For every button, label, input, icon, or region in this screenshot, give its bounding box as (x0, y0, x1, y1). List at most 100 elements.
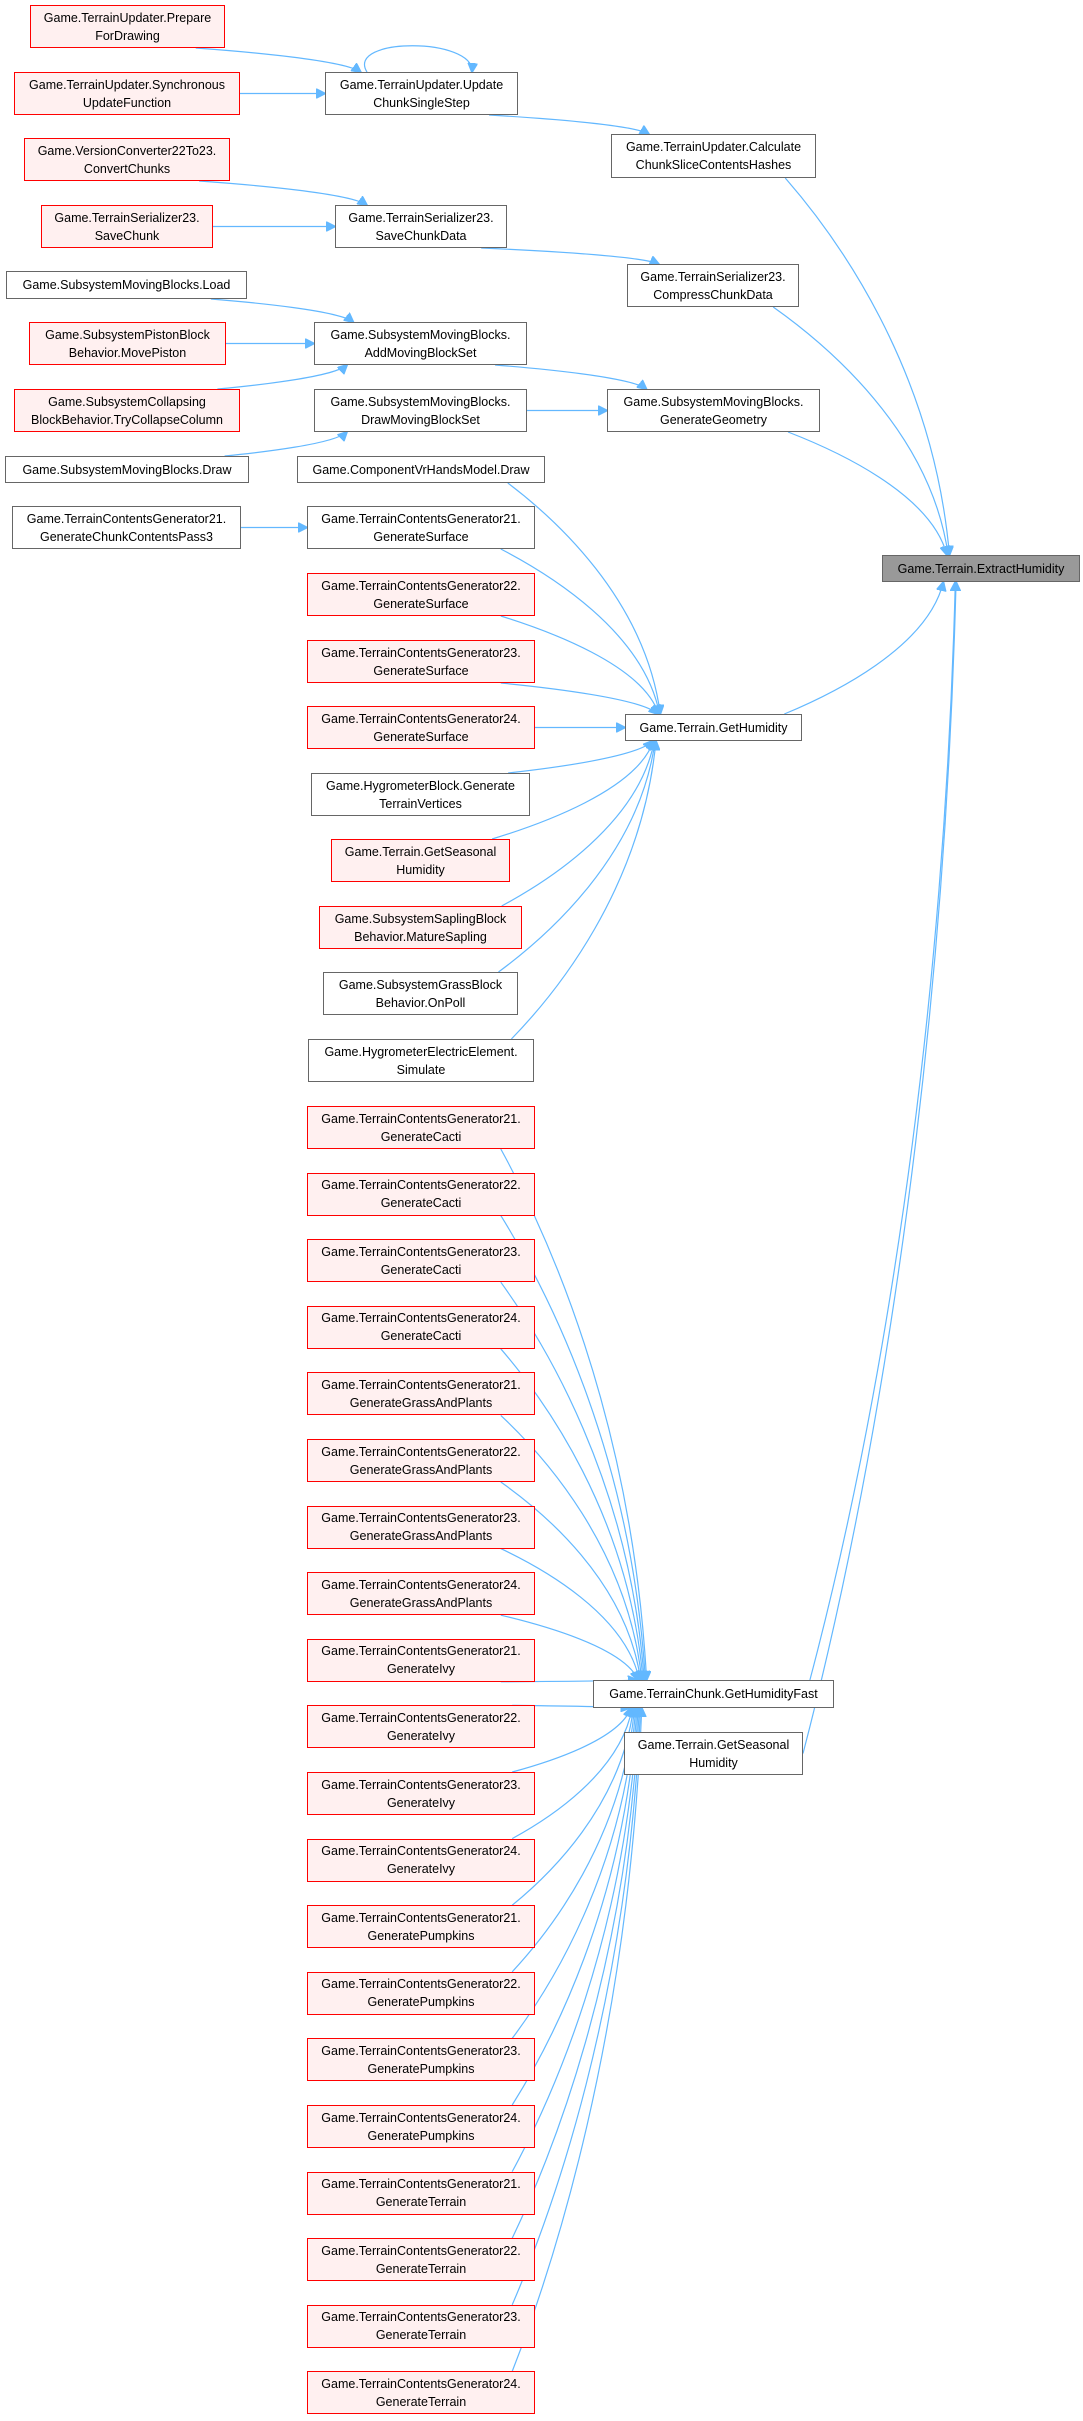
node-label-line: GenerateSurface (373, 663, 469, 678)
graph-node-geom[interactable]: Game.SubsystemMovingBlocks.GenerateGeome… (607, 389, 820, 432)
node-label-line: Game.TerrainContentsGenerator22. (321, 1178, 521, 1193)
node-label-line: DrawMovingBlockSet (361, 412, 480, 427)
node-label-line: Game.TerrainSerializer23. (54, 210, 200, 225)
graph-node-vconv[interactable]: Game.VersionConverter22To23.ConvertChunk… (24, 138, 230, 181)
node-label-line: GeneratePumpkins (367, 1928, 475, 1943)
graph-node-gp21[interactable]: Game.TerrainContentsGenerator21.Generate… (307, 1372, 535, 1416)
node-label-line: Game.ComponentVrHandsModel.Draw (312, 462, 530, 477)
graph-node-mbload[interactable]: Game.SubsystemMovingBlocks.Load (6, 271, 247, 299)
node-label-line: Game.TerrainContentsGenerator24. (321, 1311, 521, 1326)
graph-node-gp24[interactable]: Game.TerrainContentsGenerator24.Generate… (307, 1572, 535, 1616)
graph-node-pass3[interactable]: Game.TerrainContentsGenerator21.Generate… (12, 506, 241, 549)
edge-surf22-to-gethum (500, 615, 659, 714)
node-label-line: Game.SubsystemMovingBlocks. (330, 394, 511, 409)
graph-node-surf22[interactable]: Game.TerrainContentsGenerator22.Generate… (307, 573, 535, 616)
graph-node-terr24[interactable]: Game.TerrainContentsGenerator24.Generate… (307, 2371, 535, 2415)
graph-node-extract[interactable]: Game.Terrain.ExtractHumidity (882, 555, 1080, 582)
node-label-line: Game.TerrainContentsGenerator23. (321, 2043, 521, 2058)
edge-savedata-to-compress (481, 247, 659, 264)
edge-hygroelec-to-gethum (510, 741, 656, 1040)
node-label-line: Game.TerrainContentsGenerator23. (321, 645, 521, 660)
graph-node-terr23[interactable]: Game.TerrainContentsGenerator23.Generate… (307, 2304, 535, 2348)
node-label-line: Game.TerrainSerializer23. (348, 210, 494, 225)
graph-node-surf21[interactable]: Game.TerrainContentsGenerator21.Generate… (307, 506, 535, 549)
node-label-line: AddMovingBlockSet (364, 345, 477, 360)
graph-node-vrhands[interactable]: Game.ComponentVrHandsModel.Draw (297, 456, 545, 483)
node-label-line: ForDrawing (95, 28, 160, 43)
node-label-line: Game.TerrainContentsGenerator21. (321, 1910, 521, 1925)
graph-node-pump23[interactable]: Game.TerrainContentsGenerator23.Generate… (307, 2038, 535, 2082)
graph-node-ivy21[interactable]: Game.TerrainContentsGenerator21.Generate… (307, 1638, 535, 1682)
node-label-line: Game.Terrain.GetSeasonal (637, 1737, 790, 1752)
node-label-line: Game.Terrain.GetHumidity (639, 720, 788, 735)
graph-node-savedata[interactable]: Game.TerrainSerializer23.SaveChunkData (335, 205, 507, 248)
node-label-line: Game.TerrainContentsGenerator24. (321, 2110, 521, 2125)
node-label-line: GenerateGrassAndPlants (349, 1595, 493, 1610)
edge-prepare-to-updstep (195, 47, 361, 72)
node-label-line: Game.SubsystemMovingBlocks. (330, 327, 511, 342)
node-label-line: Game.TerrainContentsGenerator23. (321, 2310, 521, 2325)
graph-node-cacti24[interactable]: Game.TerrainContentsGenerator24.Generate… (307, 1305, 535, 1349)
node-label-line: Behavior.MovePiston (68, 345, 187, 360)
graph-node-ivy23[interactable]: Game.TerrainContentsGenerator23.Generate… (307, 1772, 535, 1815)
node-label-line: Game.TerrainContentsGenerator24. (321, 2376, 521, 2391)
node-label-line: Game.SubsystemMovingBlocks.Draw (22, 462, 232, 477)
node-label-line: BlockBehavior.TryCollapseColumn (31, 412, 223, 427)
graph-node-pump22[interactable]: Game.TerrainContentsGenerator22.Generate… (307, 1971, 535, 2015)
node-label-line: GenerateGrassAndPlants (349, 1462, 493, 1477)
graph-node-cacti23[interactable]: Game.TerrainContentsGenerator23.Generate… (307, 1239, 535, 1283)
node-label-line: Game.TerrainContentsGenerator23. (321, 1777, 521, 1792)
graph-node-pump24[interactable]: Game.TerrainContentsGenerator24. Generate… (307, 2105, 535, 2148)
graph-node-pump21[interactable]: Game.TerrainContentsGenerator21. Generate… (307, 1905, 535, 1949)
graph-node-gethum[interactable]: Game.Terrain.GetHumidity (625, 714, 802, 741)
graph-node-gp22[interactable]: Game.TerrainContentsGenerator22.Generate… (307, 1439, 535, 1482)
graph-node-compress[interactable]: Game.TerrainSerializer23.CompressChunkDa… (627, 264, 799, 307)
graph-node-surf24[interactable]: Game.TerrainContentsGenerator24.Generate… (307, 706, 535, 749)
node-label-line: Game.SubsystemCollapsing (48, 394, 206, 409)
graph-node-savechunk[interactable]: Game.TerrainSerializer23.SaveChunk (41, 205, 213, 248)
graph-node-terr22[interactable]: Game.TerrainContentsGenerator22.Generate… (307, 2238, 535, 2282)
graph-node-drawset[interactable]: Game.SubsystemMovingBlocks. DrawMovingBlo… (314, 389, 527, 432)
graph-node-surf23[interactable]: Game.TerrainContentsGenerator23. Generate… (307, 640, 535, 683)
edge-grass-to-gethum (498, 741, 656, 973)
node-label-line: GenerateTerrain (375, 2261, 467, 2276)
node-label-line: GenerateTerrain (375, 2195, 467, 2210)
graph-node-addset[interactable]: Game.SubsystemMovingBlocks. AddMovingBloc… (314, 322, 527, 365)
edge-sapling-to-gethum (501, 741, 655, 907)
graph-node-ivy22[interactable]: Game.TerrainContentsGenerator22.Generate… (307, 1705, 535, 1749)
node-label-line: Game.TerrainContentsGenerator21. (321, 1111, 521, 1126)
node-label-line: Game.TerrainContentsGenerator21. (321, 1377, 521, 1392)
edge-compress-to-extract (772, 306, 948, 555)
node-label-line: UpdateFunction (82, 95, 172, 110)
graph-node-ivy24[interactable]: Game.TerrainContentsGenerator24.Generate… (307, 1838, 535, 1882)
node-label-line: GenerateSurface (373, 596, 469, 611)
node-label-line: Game.TerrainChunk.GetHumidityFast (609, 1687, 818, 1701)
node-label-line: Game.TerrainContentsGenerator22. (321, 1710, 521, 1725)
node-label-line: Game.SubsystemGrassBlock (338, 977, 503, 992)
edge-vconv-to-savedata (199, 180, 367, 205)
node-label-line: GeneratePumpkins (367, 2128, 475, 2143)
graph-node-fast[interactable]: Game.TerrainChunk.GetHumidityFast (593, 1680, 834, 1708)
graph-node-terr21[interactable]: Game.TerrainContentsGenerator21.Generate… (307, 2171, 535, 2215)
node-label-line: Game.TerrainContentsGenerator21. (321, 1644, 521, 1659)
node-label-line: GenerateGeometry (660, 412, 767, 427)
graph-node-cacti21[interactable]: Game.TerrainContentsGenerator21.Generate… (307, 1106, 535, 1149)
graph-node-cacti22[interactable]: Game.TerrainContentsGenerator22.Generate… (307, 1172, 535, 1216)
graph-node-mbdraw[interactable]: Game.SubsystemMovingBlocks.Draw (5, 456, 249, 483)
graph-node-hygroelec[interactable]: Game.HygrometerElectricElement.Simulate (308, 1039, 534, 1082)
graph-node-gp23[interactable]: Game.TerrainContentsGenerator23.Generate… (307, 1505, 535, 1549)
node-label-line: Game.Terrain.GetSeasonal (344, 844, 497, 859)
node-label-line: CompressChunkData (653, 287, 773, 302)
node-label-line: GenerateCacti (380, 1262, 462, 1277)
